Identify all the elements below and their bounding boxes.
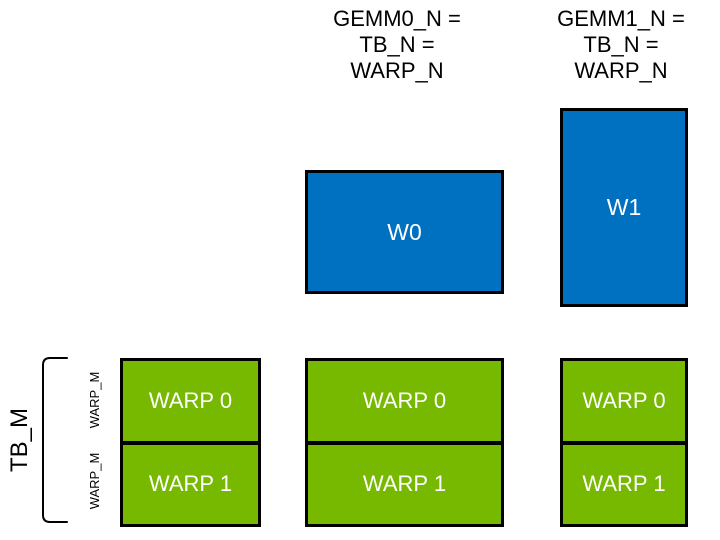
warp-cell: WARP 0 <box>362 387 447 413</box>
warp-cell: WARP 0 <box>148 387 233 413</box>
gemm0-n-header: GEMM0_N = TB_N = WARP_N <box>333 6 461 83</box>
warp-column-0: WARP 0 WARP 1 <box>120 358 261 527</box>
warp-tile-w1: W1 <box>560 108 688 307</box>
tb-m-bracket-icon <box>42 357 68 523</box>
warp-tile-w1-label: W1 <box>606 194 642 220</box>
warp-cell: WARP 0 <box>582 387 666 413</box>
warp-m-label-top: WARP_M <box>87 371 102 429</box>
warp-cell: WARP 1 <box>563 440 685 525</box>
warp-tile-w0-label: W0 <box>387 218 422 245</box>
warp-column-2: WARP 0 WARP 1 <box>560 358 688 527</box>
warp-cell: WARP 1 <box>308 440 501 525</box>
warp-column-1: WARP 0 WARP 1 <box>305 358 504 527</box>
gemm1-n-header: GEMM1_N = TB_N = WARP_N <box>557 6 685 83</box>
tb-m-label: TB_M <box>6 408 33 473</box>
warp-m-label-bottom: WARP_M <box>87 452 102 510</box>
warp-cell: WARP 1 <box>123 440 258 525</box>
warp-tile-w0: W0 <box>305 170 504 294</box>
